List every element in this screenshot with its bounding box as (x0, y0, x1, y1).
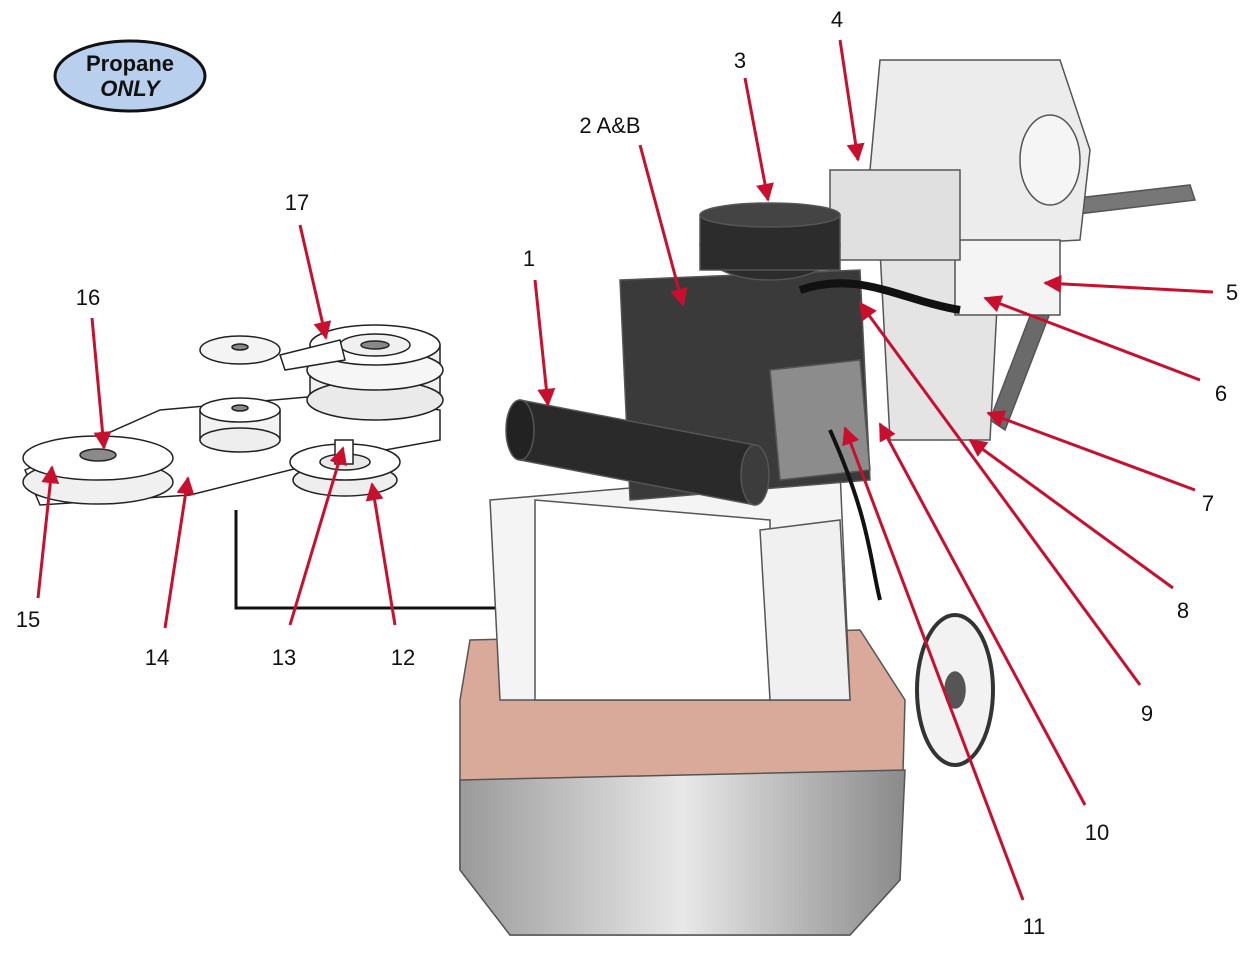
pulley-belt-diagram (22, 324, 444, 506)
callout-9: 9 (1141, 701, 1153, 726)
arrow-4 (838, 39, 865, 162)
callout-16: 16 (76, 285, 100, 310)
callout-4: 4 (831, 7, 843, 32)
callout-10: 10 (1085, 820, 1109, 845)
arrow-15 (36, 465, 60, 599)
arrow-13 (288, 446, 347, 626)
callout-arrows (36, 39, 1214, 901)
arrow-6 (983, 295, 1201, 382)
callout-6: 6 (1215, 381, 1227, 406)
connector-arrow (234, 510, 614, 616)
badge-line1: Propane (86, 51, 174, 76)
callout-15: 15 (16, 607, 40, 632)
arrow-16 (90, 317, 112, 450)
arrow-17 (298, 224, 332, 340)
callout-labels: 1 2 A&B 3 4 5 6 7 8 9 10 11 12 13 14 15 … (16, 7, 1238, 939)
arrow-3 (743, 77, 774, 202)
arrow-8 (968, 438, 1174, 590)
callout-5: 5 (1226, 280, 1238, 305)
callout-1: 1 (523, 246, 535, 271)
arrow-9 (858, 301, 1142, 686)
callout-3: 3 (734, 48, 746, 73)
callout-17: 17 (285, 190, 309, 215)
arrow-2 (638, 144, 688, 307)
arrow-10 (878, 422, 1087, 806)
grinder-machine (459, 59, 1197, 936)
callout-11: 11 (1023, 914, 1046, 939)
arrow-7 (986, 410, 1196, 492)
callout-13: 13 (272, 645, 296, 670)
badge-line2: ONLY (100, 76, 162, 101)
arrow-12 (365, 482, 397, 626)
callout-14: 14 (145, 645, 169, 670)
callout-2: 2 A&B (579, 113, 640, 138)
propane-only-badge: Propane ONLY (53, 39, 207, 113)
arrow-1 (533, 279, 556, 407)
callout-8: 8 (1177, 598, 1189, 623)
callout-7: 7 (1202, 491, 1214, 516)
arrow-5 (1043, 274, 1214, 294)
arrow-11 (842, 426, 1025, 901)
callout-12: 12 (391, 645, 415, 670)
arrow-14 (163, 476, 195, 629)
